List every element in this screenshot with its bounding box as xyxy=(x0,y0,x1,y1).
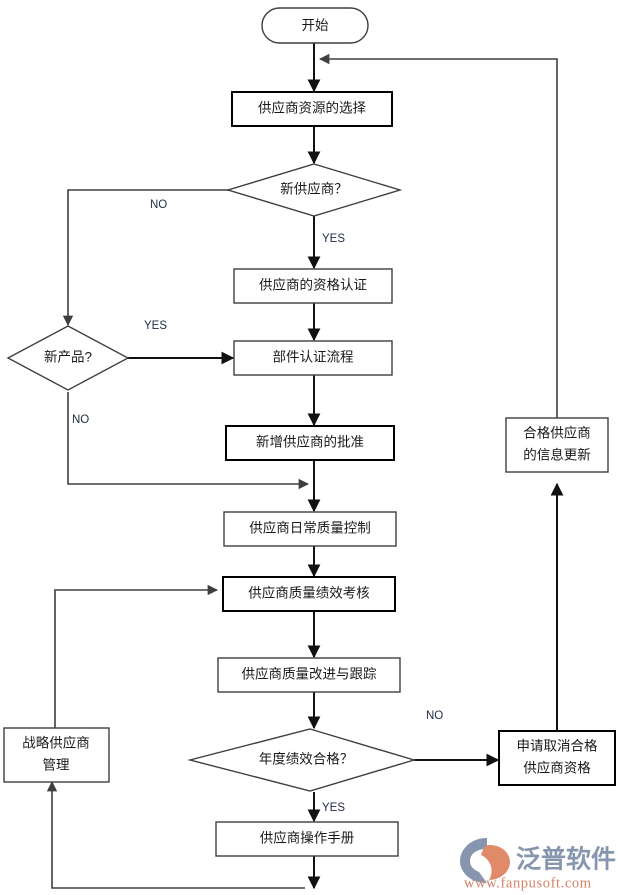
edges-layer xyxy=(46,43,564,890)
watermark-url: www.fanpusoft.com xyxy=(464,875,592,891)
watermark-brand: 泛普软件 xyxy=(516,845,616,874)
node-qualified-update-label-line2: 的信息更新 xyxy=(523,447,591,463)
fanpu-logo-icon xyxy=(460,838,510,883)
node-is-new-supplier[interactable]: 新供应商？ xyxy=(225,163,403,217)
node-annual-pass-label: 年度绩效合格？ xyxy=(259,752,354,767)
node-operation-manual-label: 供应商操作手册 xyxy=(260,830,355,846)
edge-label-newsupplier-yes: YES xyxy=(322,233,345,245)
node-performance-review-label: 供应商质量绩效考核 xyxy=(248,585,370,601)
nodes-layer: 开始 供应商资源的选择 新供应商？ 供应商的资格认证 新产品? 部件认证流程 xyxy=(3,7,616,857)
node-daily-quality-control[interactable]: 供应商日常质量控制 xyxy=(223,511,397,547)
node-performance-review[interactable]: 供应商质量绩效考核 xyxy=(222,576,396,612)
node-request-revoke[interactable]: 申请取消合格 供应商资格 xyxy=(498,730,616,786)
node-operation-manual[interactable]: 供应商操作手册 xyxy=(215,821,399,857)
node-is-new-supplier-label: 新供应商？ xyxy=(280,181,348,197)
node-approve-new-supplier[interactable]: 新增供应商的批准 xyxy=(225,425,395,461)
node-is-new-product-label: 新产品? xyxy=(44,350,92,365)
node-start-label: 开始 xyxy=(302,18,329,33)
node-is-new-product[interactable]: 新产品? xyxy=(6,325,130,391)
edge-qualified-update-to-spine xyxy=(318,53,558,419)
node-qualified-update-label-line1: 合格供应商 xyxy=(523,425,591,441)
edge-label-newsupplier-no: NO xyxy=(150,199,167,211)
edge-label-newproduct-no: NO xyxy=(72,414,89,426)
node-improve-and-track[interactable]: 供应商质量改进与跟踪 xyxy=(217,657,401,693)
edge-label-annual-yes: YES xyxy=(322,802,345,814)
edge-labels-layer: NO YES YES NO NO YES xyxy=(72,199,443,814)
node-qualification-label: 供应商的资格认证 xyxy=(259,277,367,293)
node-request-revoke-label-line2: 供应商资格 xyxy=(523,760,591,776)
edge-strategic-to-performance xyxy=(54,584,219,728)
node-select-resource[interactable]: 供应商资源的选择 xyxy=(231,91,393,127)
node-approve-new-supplier-label: 新增供应商的批准 xyxy=(256,434,364,450)
node-start[interactable]: 开始 xyxy=(261,7,369,44)
node-improve-and-track-label: 供应商质量改进与跟踪 xyxy=(242,666,377,682)
edge-newsupplier-no-to-newproduct xyxy=(62,189,234,327)
node-daily-quality-control-label: 供应商日常质量控制 xyxy=(249,520,371,536)
node-qualified-update[interactable]: 合格供应商 的信息更新 xyxy=(505,417,609,473)
watermark: 泛普软件 www.fanpusoft.com xyxy=(460,838,616,891)
node-part-certification[interactable]: 部件认证流程 xyxy=(233,340,393,376)
node-select-resource-label: 供应商资源的选择 xyxy=(258,100,366,116)
edge-newproduct-no-to-merge xyxy=(67,392,310,490)
node-part-certification-label: 部件认证流程 xyxy=(273,350,354,365)
node-strategic-supplier-label-line1: 战略供应商 xyxy=(22,735,90,751)
node-strategic-supplier[interactable]: 战略供应商 管理 xyxy=(3,727,110,783)
node-qualification[interactable]: 供应商的资格认证 xyxy=(233,268,393,304)
edge-label-newproduct-yes: YES xyxy=(144,320,167,332)
edge-manual-to-strategic xyxy=(46,780,305,889)
node-strategic-supplier-label-line2: 管理 xyxy=(43,758,70,773)
node-annual-pass[interactable]: 年度绩效合格？ xyxy=(187,728,417,792)
edge-label-annual-no: NO xyxy=(426,710,443,722)
node-request-revoke-label-line1: 申请取消合格 xyxy=(517,739,598,754)
